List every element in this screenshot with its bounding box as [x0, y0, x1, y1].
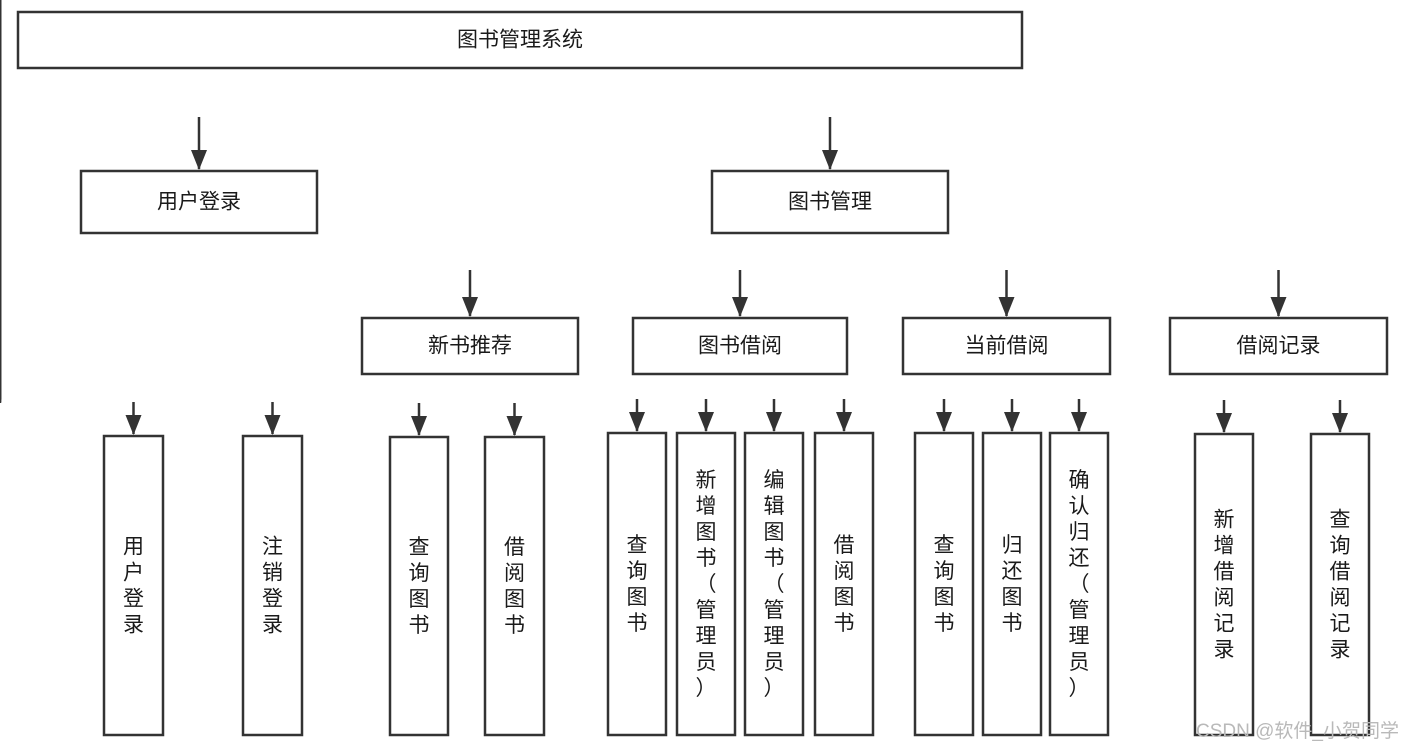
arrow-head-icon [1270, 297, 1287, 317]
node-label-leaf-add-book: 新增图书（管理员） [696, 469, 717, 700]
node-label-leaf-query-book-borrow: 查询图书 [627, 534, 648, 635]
arrow-head-icon [462, 297, 478, 317]
arrow-head-icon [766, 412, 782, 432]
arrow-head-icon [1216, 413, 1232, 433]
node-label-leaf-user-login: 用户登录 [123, 536, 144, 637]
node-leaf-borrow-book-rec[interactable]: 借阅图书 [483, 435, 546, 737]
node-borrow-record[interactable]: 借阅记录 [1168, 316, 1389, 376]
node-leaf-add-record[interactable]: 新增借阅记录 [1193, 432, 1255, 737]
arrow-head-icon [822, 150, 838, 170]
node-box-root[interactable] [16, 10, 1024, 70]
node-leaf-edit-book[interactable]: 编辑图书（管理员） [743, 431, 805, 737]
arrow-head-icon [264, 415, 281, 435]
arrow-head-icon [936, 412, 952, 432]
node-label-leaf-borrow-book: 借阅图书 [834, 534, 855, 635]
arrow-head-icon [836, 412, 852, 432]
node-box-new-book-rec[interactable] [360, 316, 580, 376]
node-label-leaf-return-book: 归还图书 [1002, 534, 1023, 635]
arrow-head-icon [732, 297, 748, 317]
node-label-new-book-rec: 新书推荐 [428, 335, 512, 358]
node-box-leaf-borrow-book-rec[interactable] [483, 435, 546, 737]
node-label-borrow-record: 借阅记录 [1237, 335, 1321, 358]
node-box-leaf-return-book[interactable] [981, 431, 1043, 737]
node-leaf-return-book[interactable]: 归还图书 [981, 431, 1043, 737]
node-box-book-manage[interactable] [710, 169, 950, 235]
arrow-head-icon [698, 412, 714, 432]
connectors-layer [0, 0, 1348, 436]
node-leaf-query-book-cur[interactable]: 查询图书 [913, 431, 975, 737]
node-box-user-login[interactable] [79, 169, 319, 235]
node-label-current-borrow: 当前借阅 [965, 335, 1049, 358]
node-box-leaf-query-book-borrow[interactable] [606, 431, 668, 737]
node-box-borrow-record[interactable] [1168, 316, 1389, 376]
arrow-head-icon [1004, 412, 1020, 432]
node-box-leaf-edit-book[interactable] [743, 431, 805, 737]
node-box-leaf-add-book[interactable] [675, 431, 737, 737]
node-root[interactable]: 图书管理系统 [16, 10, 1024, 70]
node-new-book-rec[interactable]: 新书推荐 [360, 316, 580, 376]
node-label-leaf-confirm-return: 确认归还（管理员） [1069, 469, 1090, 700]
node-box-leaf-query-book-cur[interactable] [913, 431, 975, 737]
node-box-leaf-confirm-return[interactable] [1048, 431, 1110, 737]
arrow-head-icon [629, 412, 645, 432]
node-leaf-query-record[interactable]: 查询借阅记录 [1309, 432, 1371, 737]
arrow-head-icon [411, 416, 427, 436]
node-label-leaf-borrow-book-rec: 借阅图书 [504, 536, 525, 637]
node-leaf-user-login[interactable]: 用户登录 [102, 434, 165, 737]
node-box-leaf-query-book-rec[interactable] [388, 435, 450, 737]
node-label-leaf-query-record: 查询借阅记录 [1330, 509, 1351, 662]
node-label-leaf-edit-book: 编辑图书（管理员） [764, 469, 785, 700]
node-box-current-borrow[interactable] [901, 316, 1112, 376]
arrow-head-icon [125, 415, 142, 435]
nodes-layer: 图书管理系统用户登录图书管理新书推荐图书借阅当前借阅借阅记录用户登录注销登录查询… [16, 10, 1389, 737]
node-leaf-borrow-book[interactable]: 借阅图书 [813, 431, 875, 737]
arrow-head-icon [998, 297, 1015, 317]
arrow-head-icon [1332, 413, 1348, 433]
node-label-leaf-query-book-cur: 查询图书 [934, 534, 955, 635]
node-leaf-query-book-rec[interactable]: 查询图书 [388, 435, 450, 737]
node-label-leaf-logout-login: 注销登录 [262, 536, 283, 637]
arrow-head-icon [191, 150, 207, 170]
node-box-leaf-logout-login[interactable] [241, 434, 304, 737]
node-leaf-logout-login[interactable]: 注销登录 [241, 434, 304, 737]
node-label-leaf-add-record: 新增借阅记录 [1214, 509, 1235, 662]
node-label-user-login: 用户登录 [157, 191, 241, 214]
node-leaf-query-book-borrow[interactable]: 查询图书 [606, 431, 668, 737]
node-leaf-add-book[interactable]: 新增图书（管理员） [675, 431, 737, 737]
node-label-book-manage: 图书管理 [788, 191, 872, 214]
node-book-manage[interactable]: 图书管理 [710, 169, 950, 235]
node-label-book-borrow: 图书借阅 [698, 335, 782, 358]
arrow-head-icon [506, 416, 523, 436]
node-box-leaf-add-record[interactable] [1193, 432, 1255, 737]
node-box-leaf-borrow-book[interactable] [813, 431, 875, 737]
node-user-login[interactable]: 用户登录 [79, 169, 319, 235]
node-label-root: 图书管理系统 [457, 29, 583, 52]
node-box-leaf-query-record[interactable] [1309, 432, 1371, 737]
node-leaf-confirm-return[interactable]: 确认归还（管理员） [1048, 431, 1110, 737]
node-current-borrow[interactable]: 当前借阅 [901, 316, 1112, 376]
node-book-borrow[interactable]: 图书借阅 [631, 316, 849, 376]
node-label-leaf-query-book-rec: 查询图书 [409, 536, 430, 637]
arrow-head-icon [1071, 412, 1087, 432]
node-box-book-borrow[interactable] [631, 316, 849, 376]
node-box-leaf-user-login[interactable] [102, 434, 165, 737]
